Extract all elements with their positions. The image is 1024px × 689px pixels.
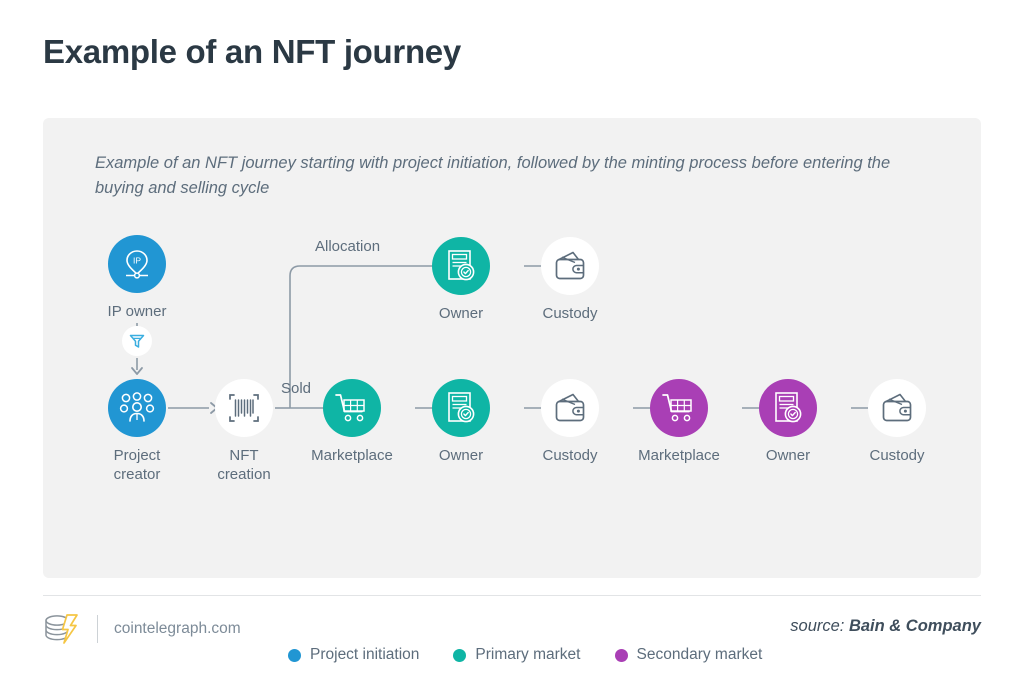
legend-item-primary-market[interactable]: Primary market — [453, 646, 581, 664]
wallet-icon — [882, 393, 912, 422]
marketplace-primary-bubble — [323, 379, 381, 437]
legend-item-secondary-market[interactable]: Secondary market — [614, 646, 763, 664]
owner-secondary-bubble — [759, 379, 817, 437]
owner-primary-bubble — [432, 379, 490, 437]
wallet-icon — [555, 393, 585, 422]
legend-dot-icon — [453, 648, 467, 662]
ip-pin-icon: IP — [126, 250, 148, 279]
footer-brand[interactable]: cointelegraph.com — [43, 612, 241, 646]
node-project-creator[interactable]: Project creator — [83, 379, 191, 484]
source-attribution: source: Bain & Company — [790, 617, 981, 636]
footer-divider — [43, 595, 981, 596]
node-funnel — [117, 326, 157, 356]
people-group-icon — [119, 392, 155, 422]
node-custody-primary[interactable]: Custody — [516, 379, 624, 465]
node-label-marketplace-primary: Marketplace — [311, 447, 393, 464]
svg-text:IP: IP — [133, 256, 141, 266]
legend-label: Primary market — [475, 646, 581, 663]
panel-subtitle: Example of an NFT journey starting with … — [95, 154, 891, 197]
connector-lines — [131, 260, 891, 414]
nft-creation-bubble — [215, 379, 273, 437]
node-label-custody-secondary: Custody — [869, 447, 925, 464]
certificate-seal-icon — [448, 392, 475, 423]
node-nft-creation[interactable]: NFT creation — [190, 379, 298, 484]
node-label-project-creator: Project creator — [113, 447, 161, 484]
node-ip-owner[interactable]: IP IP owner — [83, 235, 191, 321]
certificate-seal-icon — [775, 392, 802, 423]
ip-owner-bubble: IP — [108, 235, 166, 293]
node-label-owner-allocation: Owner — [438, 305, 484, 322]
legend-label: Project initiation — [310, 646, 420, 663]
brand-divider — [97, 615, 98, 643]
node-label-ip-owner: IP owner — [107, 303, 167, 320]
node-owner-primary[interactable]: Owner — [407, 379, 515, 465]
node-custody-secondary[interactable]: Custody — [843, 379, 951, 465]
barcode-scan-icon — [229, 394, 259, 422]
wallet-icon — [555, 251, 585, 280]
marketplace-secondary-bubble — [650, 379, 708, 437]
project-creator-bubble — [108, 379, 166, 437]
node-label-custody-allocation: Custody — [542, 305, 598, 322]
cointelegraph-logo-icon — [45, 614, 78, 644]
legend-dot-icon — [288, 648, 301, 662]
edge-label-sold: Sold — [281, 380, 312, 397]
custody-secondary-bubble — [868, 379, 926, 437]
node-owner-allocation[interactable]: Owner — [407, 237, 515, 323]
nft-journey-diagram: Allocation Sold IP IP owner — [43, 118, 981, 676]
legend-label: Secondary market — [636, 646, 763, 663]
shopping-cart-icon — [335, 394, 365, 422]
legend-dot-icon — [614, 648, 628, 662]
source-name: Bain & Company — [848, 617, 981, 635]
node-label-owner-primary: Owner — [438, 447, 484, 464]
diagram-panel: Example of an NFT journey starting with … — [43, 118, 981, 676]
legend: Project initiation Primary market Second… — [262, 634, 789, 676]
source-prefix: source: — [790, 617, 849, 635]
node-label-marketplace-secondary: Marketplace — [638, 447, 720, 464]
certificate-seal-icon — [448, 250, 475, 281]
node-custody-allocation[interactable]: Custody — [516, 237, 624, 323]
legend-item-project-initiation[interactable]: Project initiation — [288, 646, 419, 664]
node-label-custody-primary: Custody — [542, 447, 598, 464]
edge-label-allocation: Allocation — [315, 238, 381, 255]
node-marketplace-primary[interactable]: Marketplace — [298, 379, 406, 465]
custody-allocation-bubble — [541, 237, 599, 295]
custody-primary-bubble — [541, 379, 599, 437]
node-owner-secondary[interactable]: Owner — [734, 379, 842, 465]
brand-url[interactable]: cointelegraph.com — [114, 620, 241, 637]
page-title: Example of an NFT journey — [43, 33, 461, 70]
node-label-owner-secondary: Owner — [765, 447, 811, 464]
node-marketplace-secondary[interactable]: Marketplace — [625, 379, 733, 465]
owner-allocation-bubble — [432, 237, 490, 295]
funnel-bubble — [122, 326, 152, 356]
funnel-icon — [129, 334, 145, 348]
node-label-nft-creation: NFT creation — [217, 447, 271, 484]
shopping-cart-icon — [662, 394, 692, 422]
